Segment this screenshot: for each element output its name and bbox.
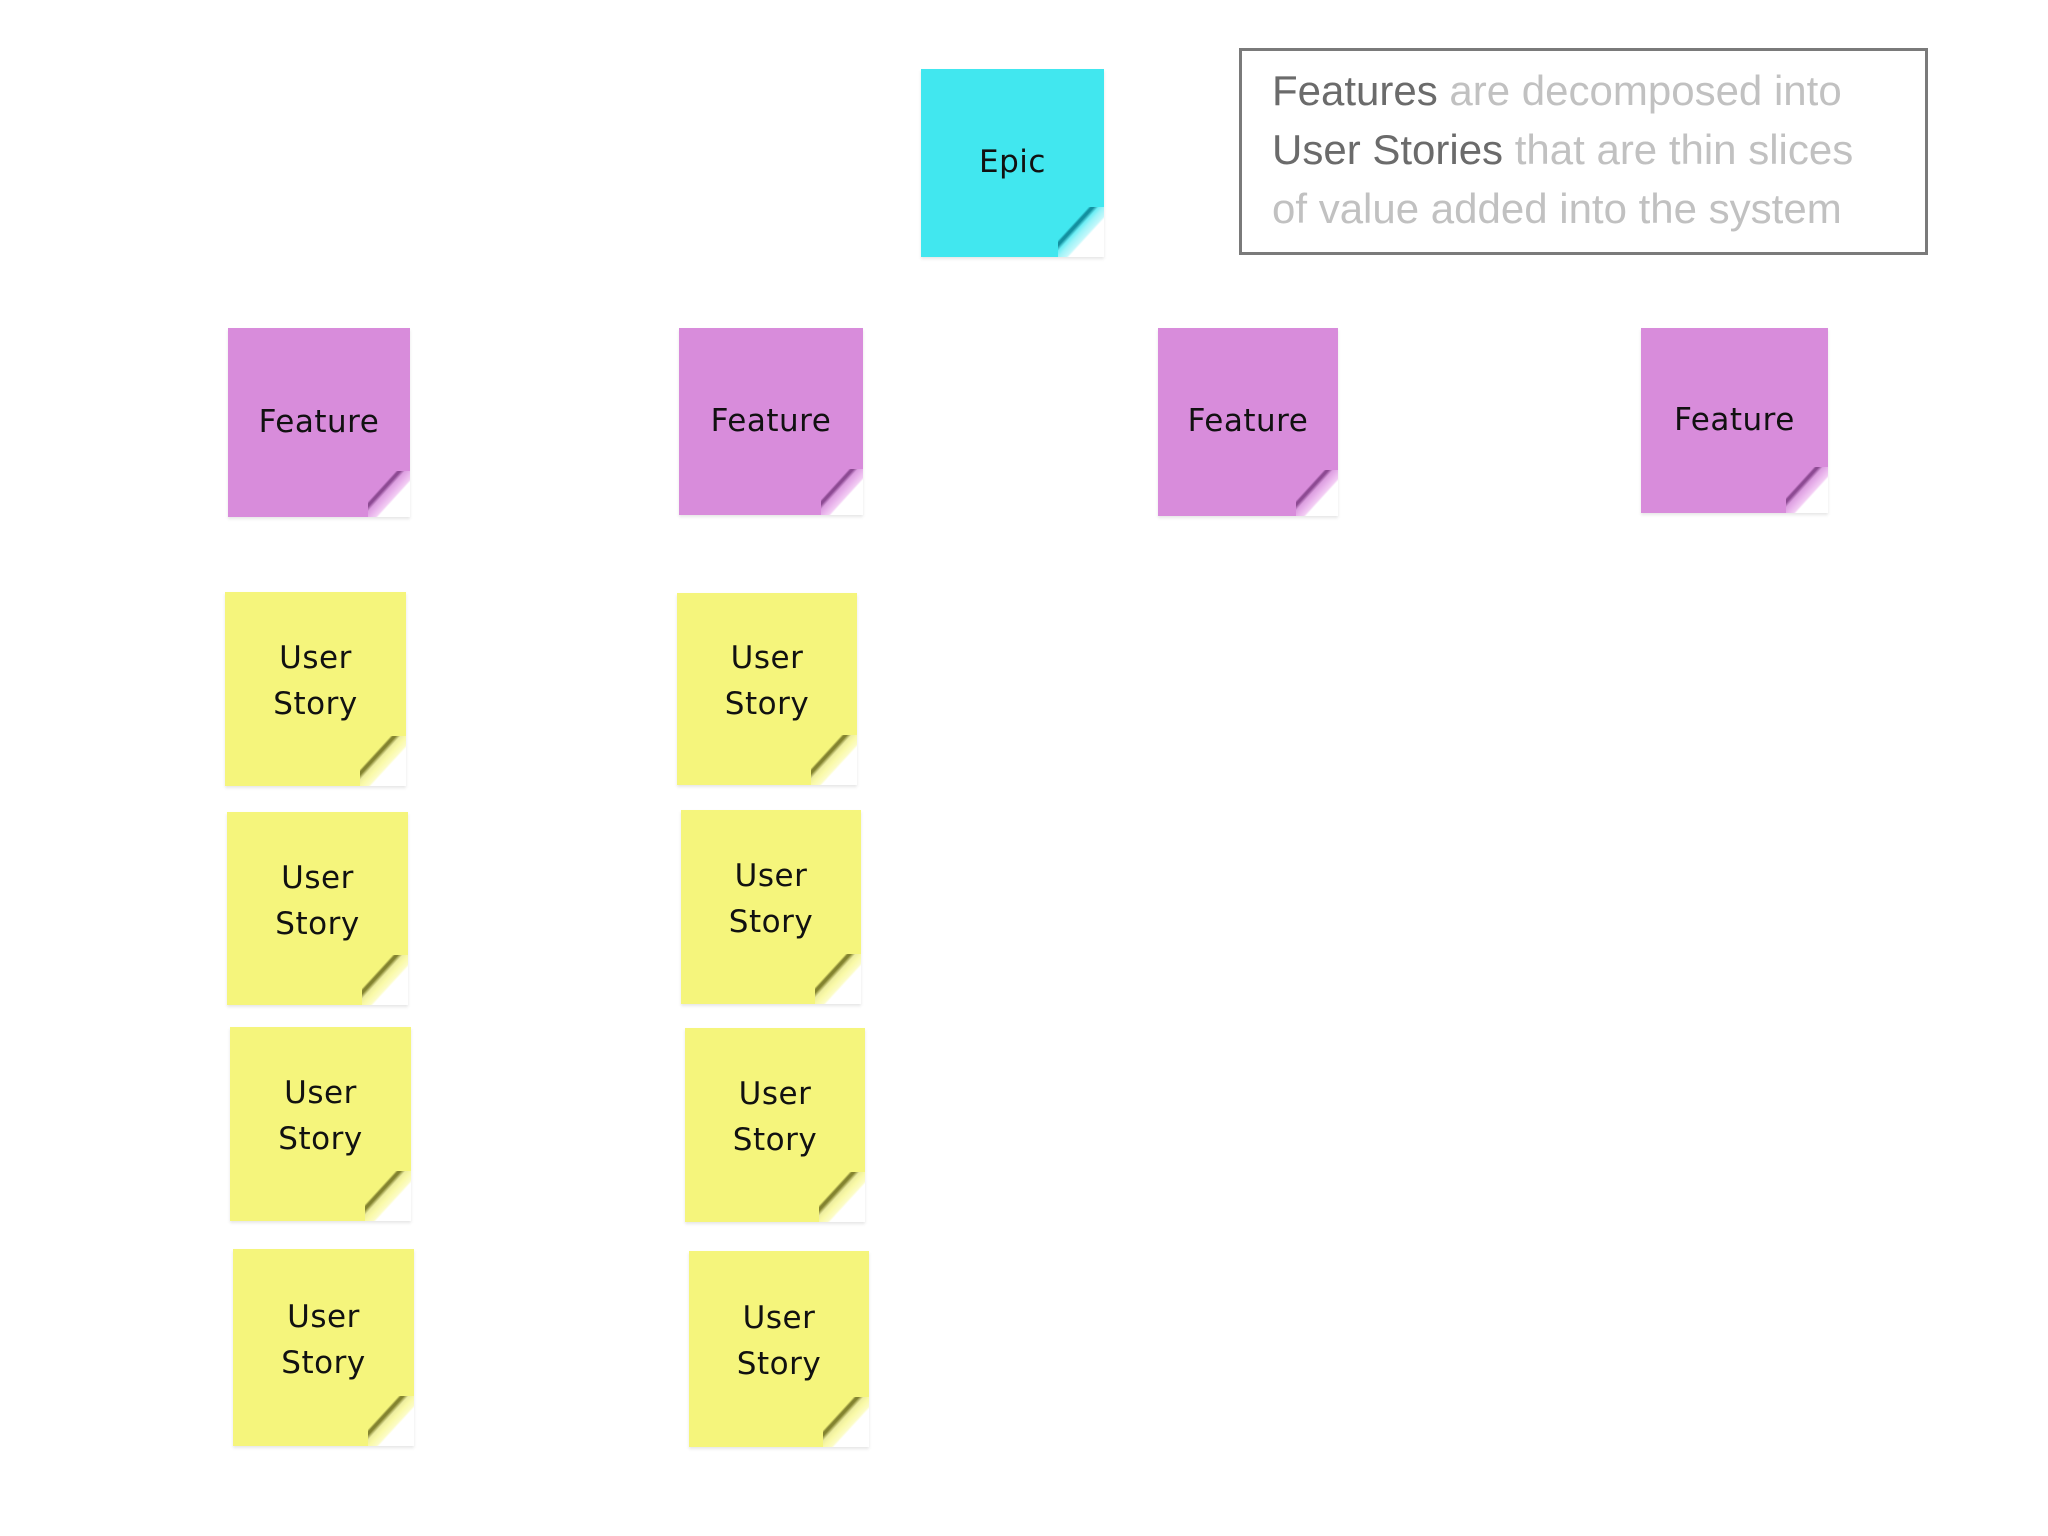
user-story-sticky-note-c1-r2: User Story	[227, 812, 408, 1005]
user-story-sticky-note-c2-r4: User Story	[689, 1251, 869, 1447]
caption-strong-text: User Stories	[1272, 126, 1504, 173]
folded-corner-icon	[368, 1396, 414, 1446]
epic-sticky-note: Epic	[921, 69, 1104, 257]
caption-line: User Stories that are thin slices	[1272, 120, 1925, 179]
user-story-label: User Story	[281, 1298, 366, 1381]
user-story-sticky-note-c2-r3: User Story	[685, 1028, 865, 1222]
user-story-sticky-note-c1-r4: User Story	[233, 1249, 414, 1446]
user-story-label: User Story	[724, 640, 810, 722]
feature-label: Feature	[1674, 401, 1795, 438]
folded-corner-icon	[823, 1397, 869, 1447]
user-story-label: User Story	[273, 640, 358, 722]
caption-light-text: are decomposed into	[1437, 67, 1842, 114]
caption-box: Features are decomposed into User Storie…	[1239, 48, 1928, 255]
folded-corner-icon	[821, 469, 863, 515]
epic-label: Epic	[979, 144, 1046, 181]
user-story-sticky-note-c2-r1: User Story	[677, 593, 857, 785]
user-story-label: User Story	[732, 1076, 818, 1158]
folded-corner-icon	[811, 735, 857, 785]
caption-light-text: of value added into the system	[1272, 185, 1842, 232]
feature-sticky-note-1: Feature	[228, 328, 410, 517]
folded-corner-icon	[1786, 467, 1828, 513]
folded-corner-icon	[1058, 207, 1104, 257]
user-story-label: User Story	[278, 1075, 363, 1157]
user-story-label: User Story	[728, 858, 814, 940]
folded-corner-icon	[368, 471, 410, 517]
user-story-sticky-note-c2-r2: User Story	[681, 810, 861, 1004]
caption-line: Features are decomposed into	[1272, 61, 1925, 120]
folded-corner-icon	[819, 1172, 865, 1222]
feature-sticky-note-4: Feature	[1641, 328, 1828, 513]
caption-strong-text: Features	[1272, 67, 1438, 114]
folded-corner-icon	[365, 1171, 411, 1221]
folded-corner-icon	[362, 955, 408, 1005]
folded-corner-icon	[360, 736, 406, 786]
feature-sticky-note-2: Feature	[679, 328, 863, 515]
user-story-label: User Story	[736, 1300, 822, 1382]
user-story-sticky-note-c1-r3: User Story	[230, 1027, 411, 1221]
feature-label: Feature	[258, 403, 380, 440]
caption-line: of value added into the system	[1272, 179, 1925, 238]
feature-label: Feature	[1187, 403, 1309, 440]
user-story-sticky-note-c1-r1: User Story	[225, 592, 406, 786]
caption-light-text: that are thin slices	[1503, 126, 1854, 173]
feature-label: Feature	[710, 402, 832, 439]
feature-sticky-note-3: Feature	[1158, 328, 1338, 516]
folded-corner-icon	[815, 954, 861, 1004]
user-story-label: User Story	[275, 859, 360, 942]
folded-corner-icon	[1296, 470, 1338, 516]
